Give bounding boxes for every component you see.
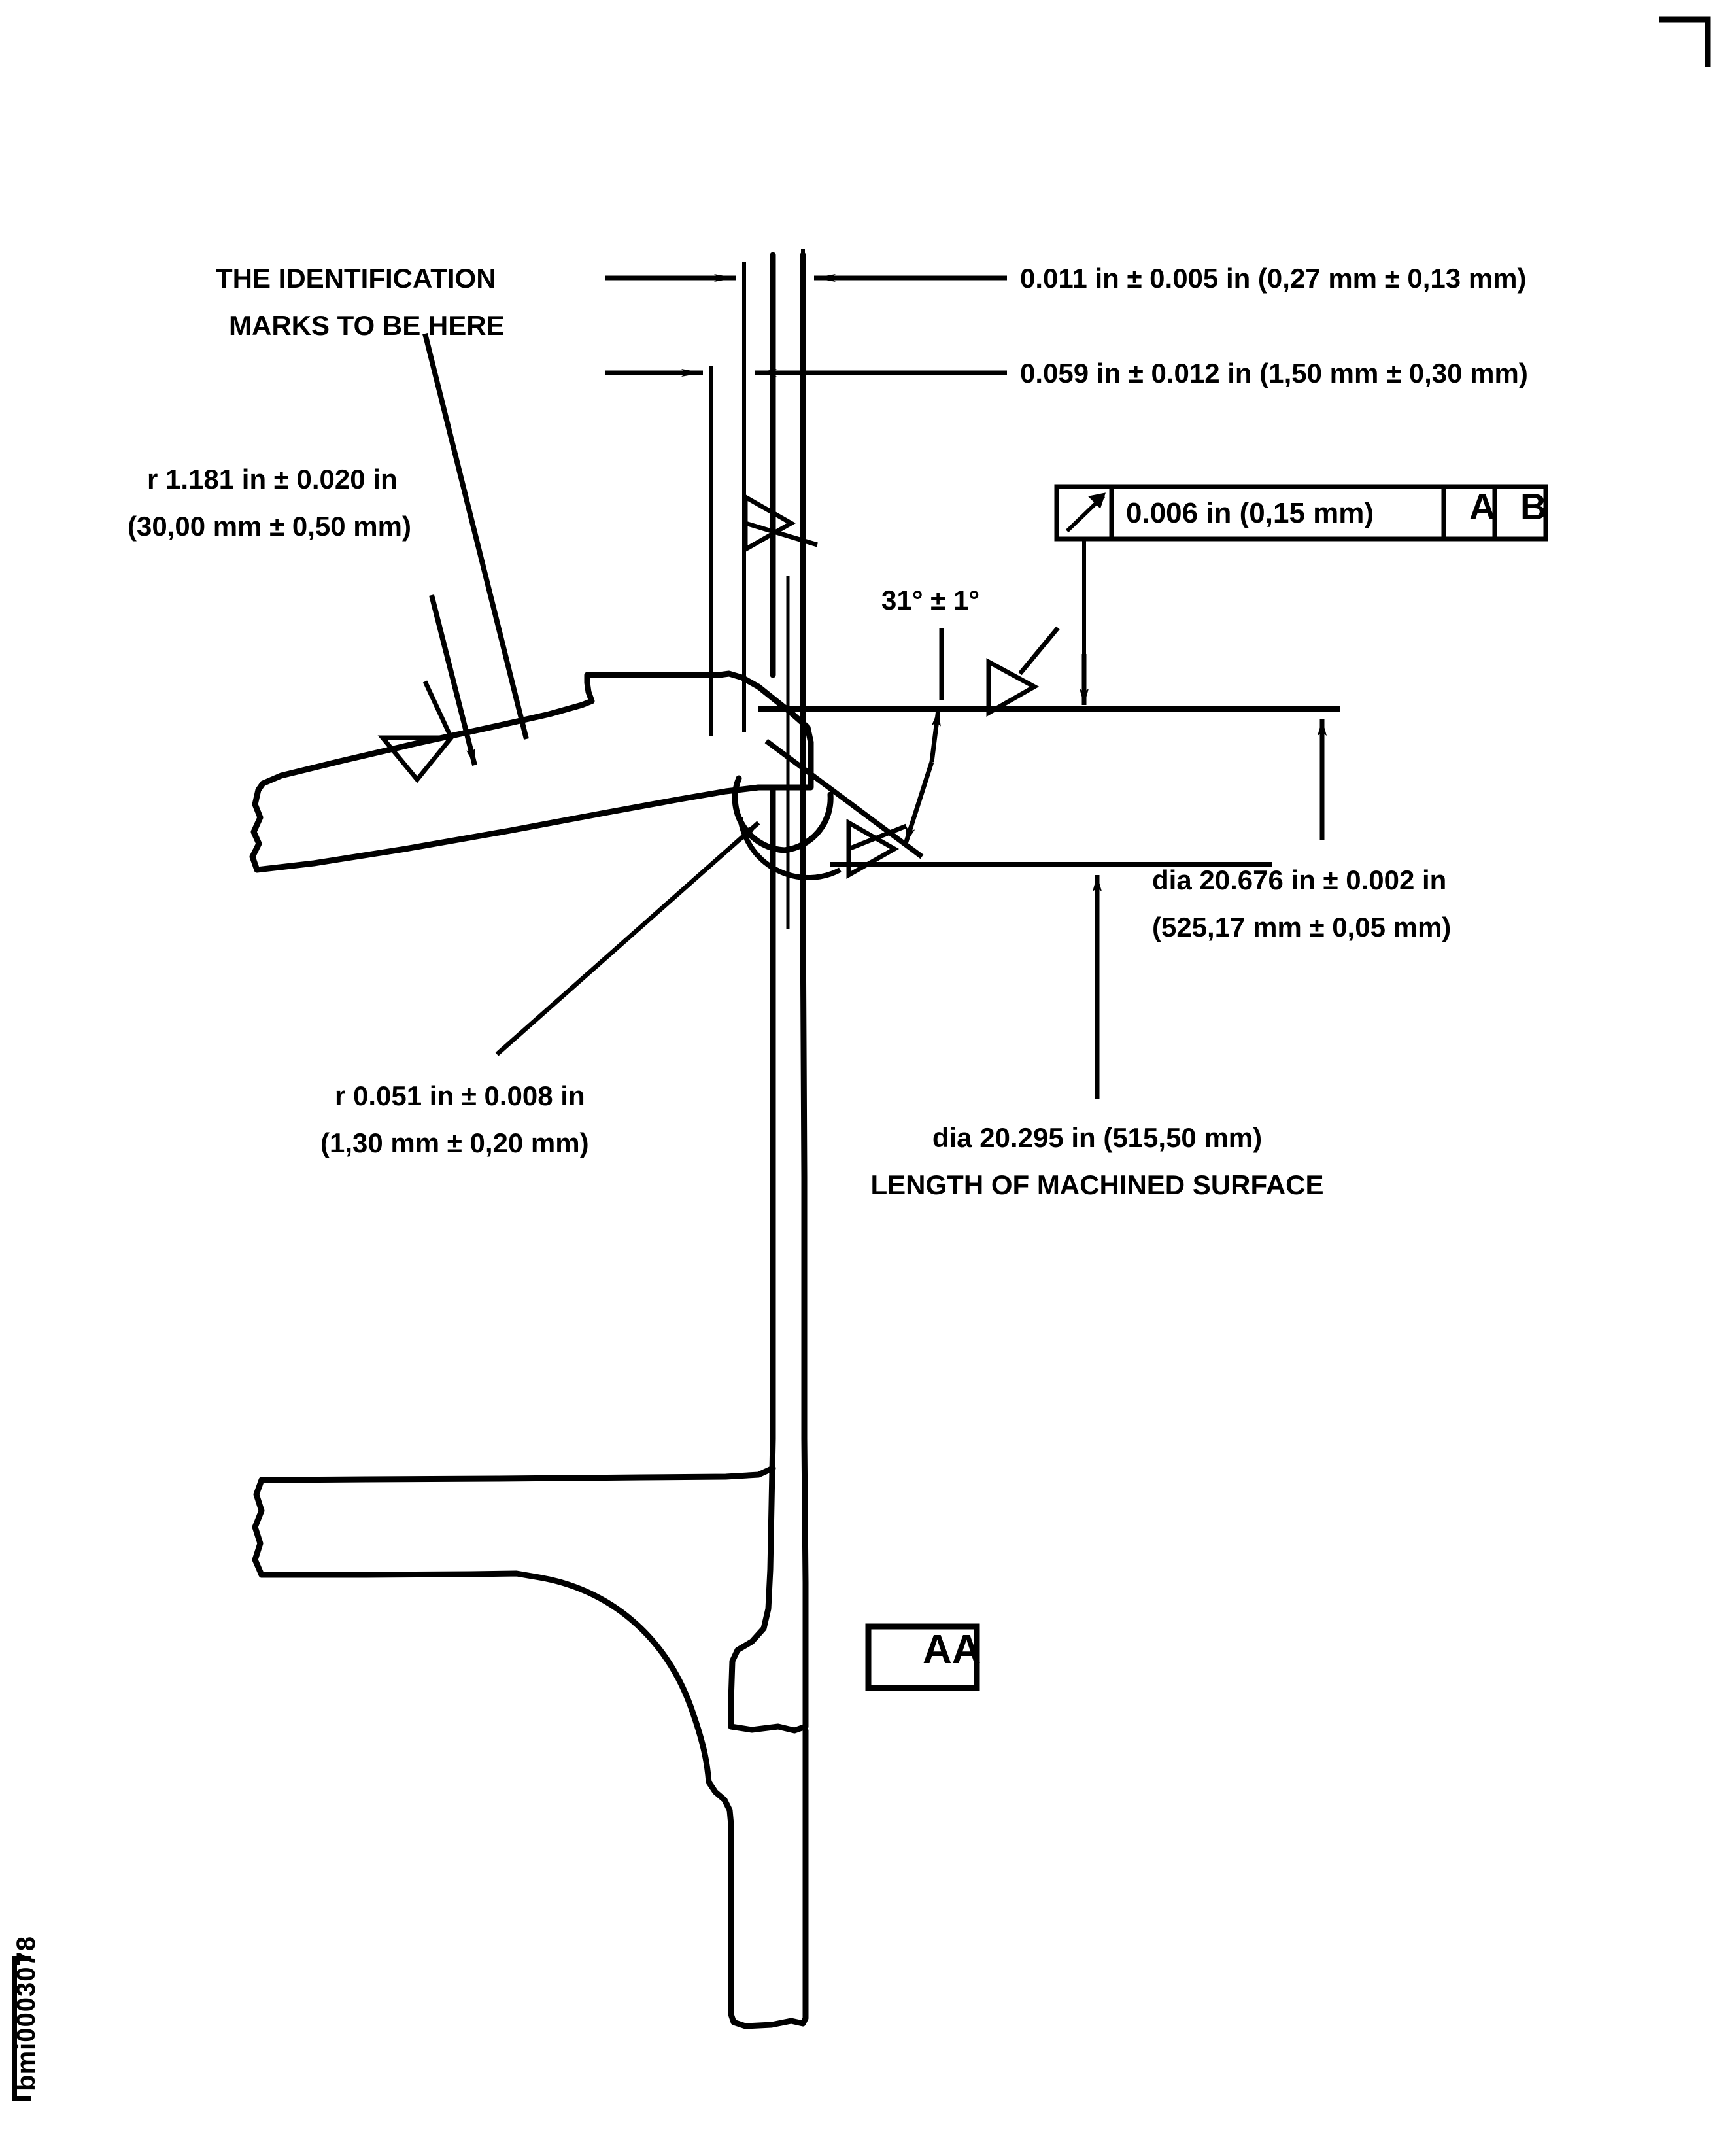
web-lower-tip (706, 1727, 809, 2029)
dimension-text-dia-20295-line2: LENGTH OF MACHINED SURFACE (870, 1169, 1324, 1200)
leader-radius-0051 (495, 821, 760, 1056)
web-bottom-tip (728, 1723, 809, 1734)
flange-right-chamfer (755, 683, 814, 791)
fcf-tolerance-value: 0.006 in (0,15 mm) (1126, 497, 1374, 529)
feature-control-frame-box (1054, 484, 1548, 542)
lower-flange-bottom-fillet (258, 1570, 712, 1785)
figure-id-label: bmi0003078 (12, 1936, 41, 2091)
dimension-text-dia-20676-line1: dia 20.676 in ± 0.002 in (1152, 865, 1447, 895)
surface-finish-symbol-upper-left (377, 680, 456, 783)
leader-identification-marks (422, 333, 529, 766)
crop-mark-top-right (1659, 16, 1711, 67)
flange-bottom-surface (254, 784, 762, 873)
part-outline (249, 252, 834, 2029)
surface-finish-symbol-face (986, 626, 1060, 717)
angle-dimension-31 (738, 628, 944, 881)
dimension-text-0059: 0.059 in ± 0.012 in (1,50 mm ± 0,30 mm) (1020, 358, 1528, 388)
view-label-box (865, 1623, 980, 1691)
fillet-radius-arc (732, 775, 834, 853)
dimension-line-0059 (605, 366, 1007, 736)
surface-finish-symbol-bore (743, 492, 819, 554)
dimension-text-0011: 0.011 in ± 0.005 in (0,27 mm ± 0,13 mm) (1020, 263, 1527, 294)
lower-flange-left-break (252, 1477, 265, 1578)
dimension-text-radius-0051-line1: r 0.051 in ± 0.008 in (335, 1080, 585, 1111)
dimension-text-dia-20295-line1: dia 20.295 in (515,50 mm) (932, 1122, 1263, 1153)
lower-flange-top (258, 1465, 776, 1483)
figure-id-bracket (12, 1956, 31, 2101)
dimension-text-angle-31: 31° ± 1° (881, 585, 980, 615)
dimension-text-radius-0051-line2: (1,30 mm ± 0,20 mm) (320, 1127, 589, 1158)
dimension-text-radius-1181-line1: r 1.181 in ± 0.020 in (147, 464, 398, 494)
flange-top-surface (255, 670, 762, 793)
dimension-text-radius-1181-line2: (30,00 mm ± 0,50 mm) (128, 511, 411, 542)
dimension-text-dia-20676-line2: (525,17 mm ± 0,05 mm) (1152, 912, 1452, 942)
note-identification-line2: MARKS TO BE HERE (229, 310, 505, 341)
surface-finish-symbol-flange (846, 818, 908, 880)
flange-left-break-upper (249, 787, 264, 873)
note-identification-line1: THE IDENTIFICATION (216, 263, 496, 294)
machined-surface-line (758, 706, 1340, 867)
web-left-edge (728, 787, 776, 1730)
